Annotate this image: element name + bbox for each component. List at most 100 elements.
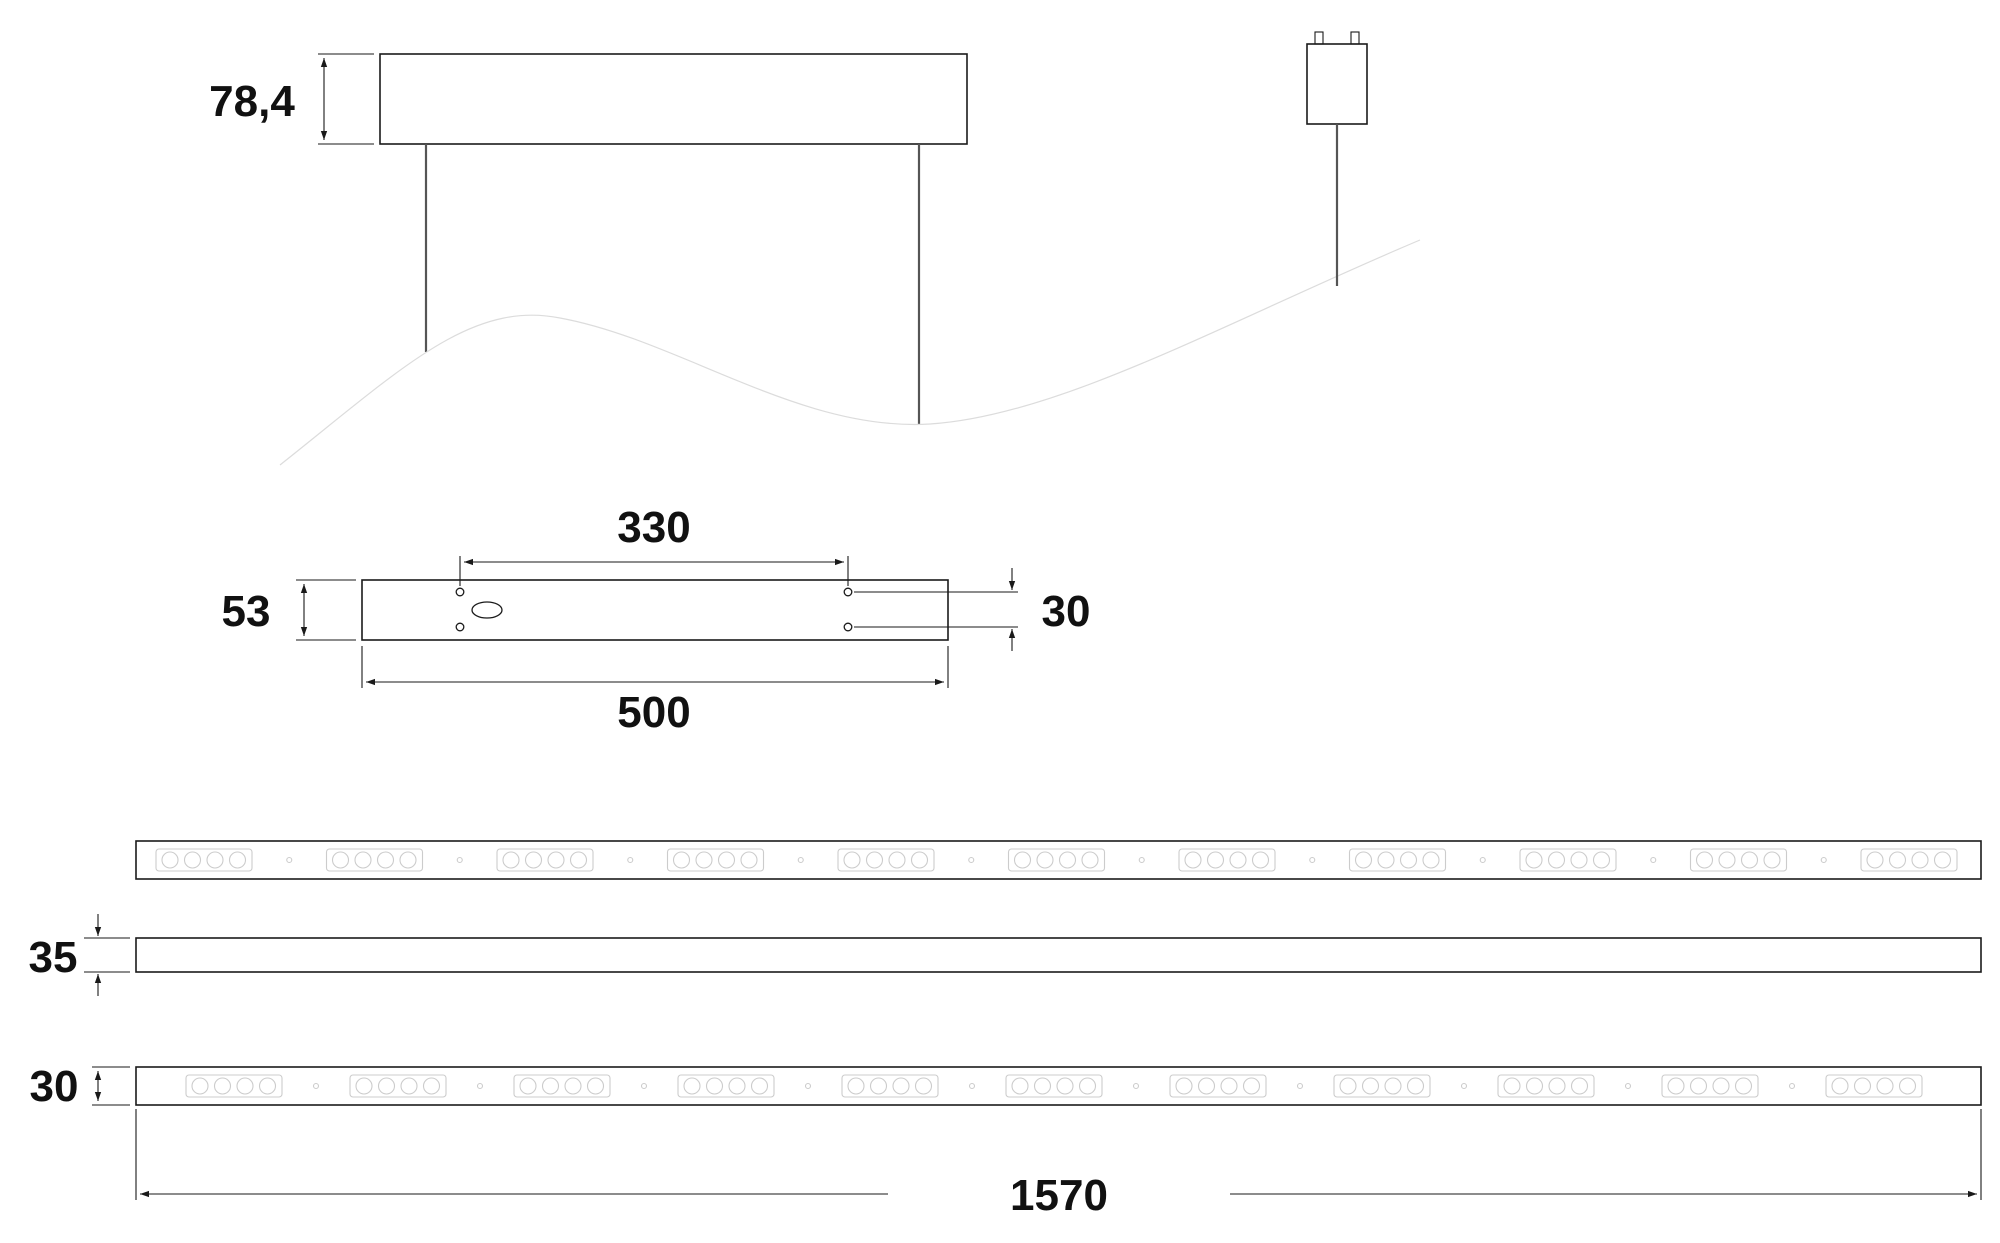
led-chip — [183, 851, 202, 869]
mount-hole — [455, 622, 465, 632]
led-module — [1519, 848, 1617, 872]
led-modules-bottom — [185, 1074, 1923, 1098]
led-chip — [586, 1077, 605, 1095]
dim-bottom-height: 30 — [30, 1062, 79, 1111]
led-chip — [1242, 1077, 1261, 1095]
led-marker — [312, 1082, 320, 1090]
led-marker — [627, 856, 634, 864]
led-module — [496, 848, 594, 872]
led-chip — [1695, 851, 1714, 869]
led-chip — [1570, 1077, 1589, 1095]
profile-side-view: 35 — [29, 914, 1982, 996]
led-chip — [1734, 1077, 1753, 1095]
led-marker — [1309, 856, 1316, 864]
mount-hole — [455, 587, 465, 597]
led-chip — [502, 851, 520, 869]
led-marker — [1460, 1082, 1468, 1090]
led-marker — [1138, 856, 1145, 864]
led-chip — [1251, 851, 1270, 869]
led-chip — [1406, 1077, 1425, 1095]
led-chip — [1831, 1077, 1849, 1095]
led-chip — [695, 851, 713, 869]
led-chip — [1354, 851, 1373, 869]
led-chip — [888, 851, 906, 869]
led-module — [1178, 848, 1276, 872]
led-chip — [1898, 1077, 1917, 1095]
led-chip — [569, 851, 588, 869]
led-module — [1860, 848, 1958, 872]
led-marker — [804, 1082, 812, 1090]
led-chip — [355, 1077, 373, 1095]
led-chip — [1933, 851, 1952, 869]
led-marker — [1296, 1082, 1304, 1090]
led-module — [1169, 1074, 1267, 1098]
dim-side-height: 78,4 — [209, 77, 295, 126]
cable-entry — [471, 601, 503, 619]
led-chip — [728, 1077, 746, 1095]
led-chip — [206, 851, 224, 869]
led-marker — [1820, 856, 1827, 864]
led-chip — [354, 851, 372, 869]
led-chip — [399, 851, 417, 869]
led-chip — [1377, 851, 1395, 869]
led-module — [1661, 1074, 1759, 1098]
led-modules-top — [155, 848, 1958, 872]
led-bar-bottom-outline — [135, 1066, 1982, 1106]
led-marker — [456, 856, 463, 864]
led-chip — [1011, 1077, 1029, 1095]
led-marker — [797, 856, 804, 864]
led-module — [1333, 1074, 1431, 1098]
led-module — [1689, 848, 1788, 872]
led-marker — [476, 1082, 484, 1090]
led-chip — [524, 851, 543, 869]
led-chip — [740, 851, 758, 869]
led-chip — [1592, 851, 1611, 869]
led-chip — [400, 1077, 418, 1095]
led-chip — [1525, 1077, 1544, 1095]
led-chip — [376, 851, 395, 869]
led-module — [677, 1074, 775, 1098]
led-chip — [236, 1077, 254, 1095]
led-chip — [1876, 1077, 1894, 1095]
led-chip — [1399, 851, 1418, 869]
led-module — [325, 848, 424, 872]
led-module — [666, 848, 765, 872]
end-cap-right — [1350, 31, 1360, 45]
dim-top-depth: 53 — [222, 587, 271, 636]
led-chip — [1036, 851, 1054, 869]
led-chip — [1866, 851, 1884, 869]
led-chip — [422, 1077, 441, 1095]
end-cap-left — [1314, 31, 1324, 45]
led-marker — [1650, 856, 1657, 864]
led-chip — [847, 1077, 865, 1095]
led-module — [1825, 1074, 1923, 1098]
led-chip — [161, 851, 179, 869]
dim-top-hole-gap: 30 — [1042, 587, 1091, 636]
led-chip — [869, 1077, 888, 1095]
led-chip — [1078, 1077, 1097, 1095]
led-chip — [1229, 851, 1247, 869]
led-chip — [1718, 851, 1736, 869]
led-marker — [968, 1082, 976, 1090]
led-bar-bottom: 30 1570 — [30, 1062, 1982, 1220]
led-chip — [705, 1077, 724, 1095]
profile-outline — [135, 937, 1982, 973]
led-chip — [1081, 851, 1099, 869]
led-bar-top-outline — [135, 840, 1982, 880]
led-chip — [1013, 851, 1032, 869]
led-chip — [1763, 851, 1781, 869]
led-module — [1007, 848, 1106, 872]
end-view — [1306, 31, 1368, 286]
led-chip — [1058, 851, 1077, 869]
luminaire-body-end — [1306, 43, 1368, 125]
led-module — [841, 1074, 939, 1098]
led-module — [1348, 848, 1447, 872]
led-marker — [1479, 856, 1486, 864]
led-chip — [228, 851, 247, 869]
led-marker — [1624, 1082, 1632, 1090]
luminaire-body-side — [379, 53, 968, 145]
canopy-plate — [361, 579, 949, 641]
led-module — [1005, 1074, 1103, 1098]
led-marker — [640, 1082, 648, 1090]
